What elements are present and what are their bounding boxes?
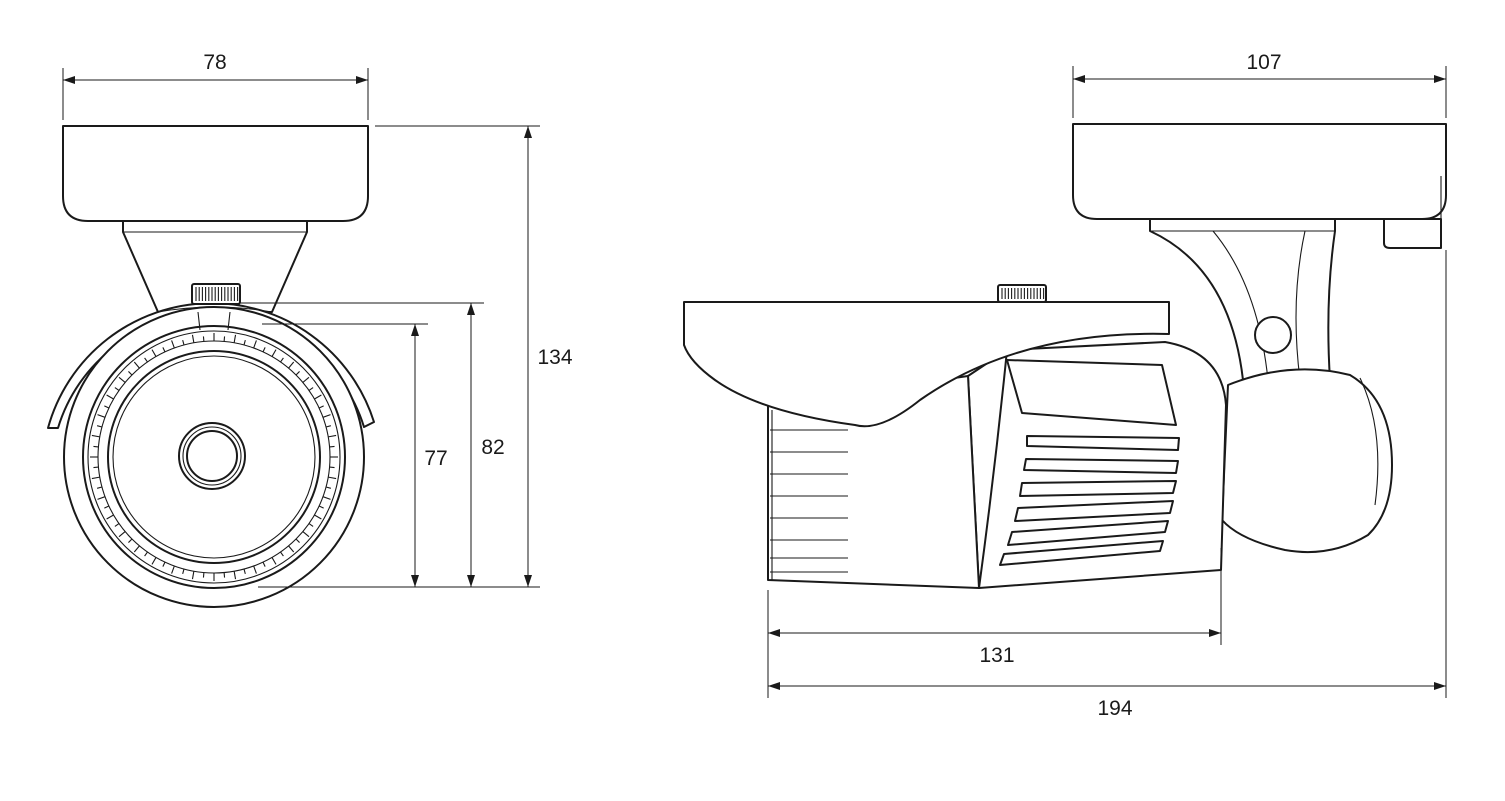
ir-tick <box>97 414 106 418</box>
ir-tick <box>106 394 114 400</box>
ir-tick <box>314 514 322 520</box>
ir-tick <box>128 371 133 376</box>
vent-slot <box>1019 480 1177 497</box>
ir-tick <box>171 565 175 574</box>
dim-label-side-total-length: 194 <box>1097 697 1132 720</box>
ir-tick <box>191 334 195 343</box>
ir-tick <box>114 387 120 391</box>
ir-tick <box>262 347 266 353</box>
ir-tick <box>308 387 314 391</box>
lens-inner <box>186 430 238 482</box>
ir-tick <box>302 531 310 538</box>
front-mount-plate <box>62 125 369 222</box>
ir-tick <box>96 425 103 428</box>
ir-tick <box>233 334 237 343</box>
side-vent-slots <box>999 435 1180 566</box>
ir-tick <box>302 376 310 383</box>
ir-tick <box>271 349 277 357</box>
ir-tick <box>162 561 166 567</box>
side-ball-joint <box>1221 368 1393 554</box>
ir-tick <box>322 496 331 500</box>
vent-slot <box>1007 520 1169 546</box>
dim-label-front-housing-outer: 82 <box>481 436 504 459</box>
side-body-rear <box>967 341 1227 589</box>
ir-tick <box>104 505 110 509</box>
front-view <box>47 125 375 608</box>
front-ir-ticks <box>90 333 338 581</box>
ir-tick <box>96 486 103 489</box>
ir-tick <box>243 568 246 575</box>
ir-tick <box>118 376 126 383</box>
ir-tick <box>314 394 322 400</box>
ir-tick <box>191 571 195 580</box>
vent-slot <box>999 540 1164 566</box>
side-adjust-knob <box>997 284 1047 303</box>
dim-label-front-housing-inner: 77 <box>424 447 447 470</box>
ir-tick <box>253 340 257 349</box>
ir-tick <box>280 551 284 557</box>
ir-tick <box>91 476 100 480</box>
ir-tick <box>271 557 277 565</box>
ir-tick <box>325 486 332 489</box>
side-sun-shield <box>683 301 1170 428</box>
ir-tick <box>133 545 140 553</box>
front-glass-inner <box>112 355 316 559</box>
ir-tick <box>182 568 185 575</box>
ir-tick <box>106 514 114 520</box>
front-ir-ring-outer <box>87 330 341 584</box>
dim-label-front-total-height: 134 <box>537 346 572 369</box>
ir-tick <box>328 434 337 438</box>
dimension-labels: 78 134 82 77 107 131 194 <box>203 51 1281 720</box>
ir-tick <box>262 561 266 567</box>
ir-tick <box>295 538 300 543</box>
ir-tick <box>308 523 314 527</box>
ir-tick <box>162 347 166 353</box>
ir-tick <box>325 425 332 428</box>
ir-tick <box>295 371 300 376</box>
ir-tick <box>144 551 148 557</box>
front-glass <box>107 350 321 564</box>
ir-tick <box>328 476 337 480</box>
ir-tick <box>133 361 140 369</box>
dim-label-side-mount-length: 107 <box>1246 51 1281 74</box>
side-front-ribs <box>770 410 848 580</box>
ir-tick <box>288 361 295 369</box>
dim-label-side-body-length: 131 <box>979 644 1014 667</box>
ir-tick <box>322 414 331 418</box>
ir-tick <box>243 339 246 346</box>
side-view <box>683 123 1447 589</box>
front-housing-ring <box>82 325 346 589</box>
vent-slot <box>1023 458 1179 474</box>
ir-tick <box>288 545 295 553</box>
ir-tick <box>233 571 237 580</box>
front-adjust-knob <box>191 283 241 305</box>
side-pivot-bolt <box>1254 316 1292 354</box>
ir-tick <box>253 565 257 574</box>
ir-tick <box>97 496 106 500</box>
ir-tick <box>114 523 120 527</box>
ir-tick <box>91 434 100 438</box>
ir-tick <box>280 357 284 363</box>
dim-label-front-width: 78 <box>203 51 226 74</box>
dimension-lines <box>62 66 1447 698</box>
vent-slot <box>1014 500 1174 522</box>
ir-tick <box>144 357 148 363</box>
ir-tick <box>182 339 185 346</box>
side-mount-plate <box>1072 123 1447 220</box>
ir-tick <box>104 405 110 409</box>
ir-tick <box>151 557 157 565</box>
vent-slot <box>1026 435 1180 451</box>
lens-outer <box>178 422 246 490</box>
ir-tick <box>318 505 324 509</box>
ir-tick <box>171 340 175 349</box>
ir-tick <box>151 349 157 357</box>
ir-tick <box>118 531 126 538</box>
ir-tick <box>318 405 324 409</box>
ir-tick <box>128 538 133 543</box>
front-ir-ring-inner <box>97 340 331 574</box>
